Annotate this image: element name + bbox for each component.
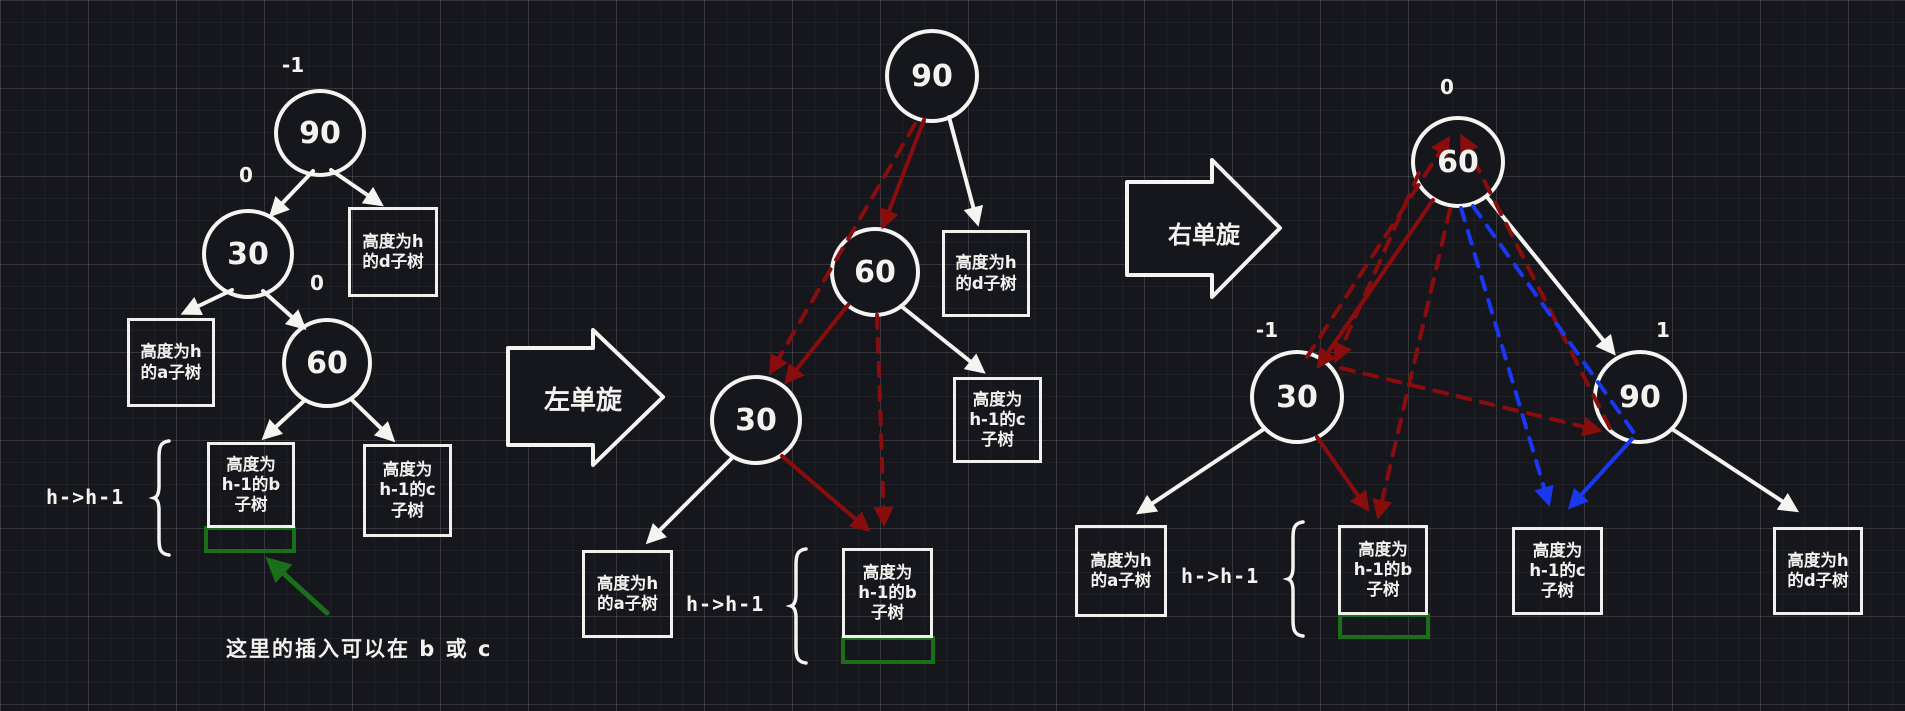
insert-note-text: 这里的插入可以在 b 或 c xyxy=(226,637,493,661)
left-height-brace xyxy=(152,439,171,557)
left-rotation-block-arrow xyxy=(506,328,665,467)
middle-node-30-value: 30 xyxy=(735,403,777,438)
right-insert-slot-rect xyxy=(1338,613,1430,639)
left-node-30-value: 30 xyxy=(227,237,269,272)
tree-node-circles xyxy=(202,29,1687,465)
right-30-balance: -1 xyxy=(1255,318,1279,342)
right-60-balance: 0 xyxy=(1440,75,1454,99)
middle-tree-edges xyxy=(645,115,986,545)
right-height-change-label: h->h-1 xyxy=(1181,564,1260,588)
left-insert-slot-rect xyxy=(204,526,296,553)
left-height-change-label: h->h-1 xyxy=(46,485,125,509)
left-node-90-value: 90 xyxy=(299,116,341,151)
right-node-30-value: 30 xyxy=(1276,380,1318,415)
middle-node-60-value: 60 xyxy=(854,255,896,290)
insert-note-arrow xyxy=(265,556,330,616)
right-90-balance: 1 xyxy=(1656,318,1670,342)
middle-node-90-value: 90 xyxy=(911,59,953,94)
middle-node-circle-30 xyxy=(710,375,802,465)
left-30-balance: 0 xyxy=(239,163,253,187)
left-60-balance: 0 xyxy=(310,271,324,295)
left-node-circle-60 xyxy=(282,318,372,408)
left-node-60-value: 60 xyxy=(306,346,348,381)
left-root-balance: -1 xyxy=(281,53,305,77)
middle-node-circle-90 xyxy=(885,29,979,123)
right-node-90-value: 90 xyxy=(1619,380,1661,415)
middle-height-change-label: h->h-1 xyxy=(686,592,765,616)
left-node-circle-90 xyxy=(274,89,366,177)
right-height-brace xyxy=(1286,520,1305,638)
middle-insert-slot-rect xyxy=(841,636,935,664)
right-node-60-value: 60 xyxy=(1437,145,1479,180)
left-tree-edges xyxy=(180,168,396,443)
right-rotation-block-arrow xyxy=(1125,158,1282,299)
left-node-circle-30 xyxy=(202,209,294,299)
insert-markers xyxy=(204,526,1430,664)
right-node-circle-30 xyxy=(1250,350,1344,444)
left-rotation-label: 左单旋 xyxy=(543,386,622,416)
right-tree-edges xyxy=(1136,133,1800,520)
middle-height-brace xyxy=(789,547,808,665)
right-rotation-label: 右单旋 xyxy=(1168,221,1240,249)
